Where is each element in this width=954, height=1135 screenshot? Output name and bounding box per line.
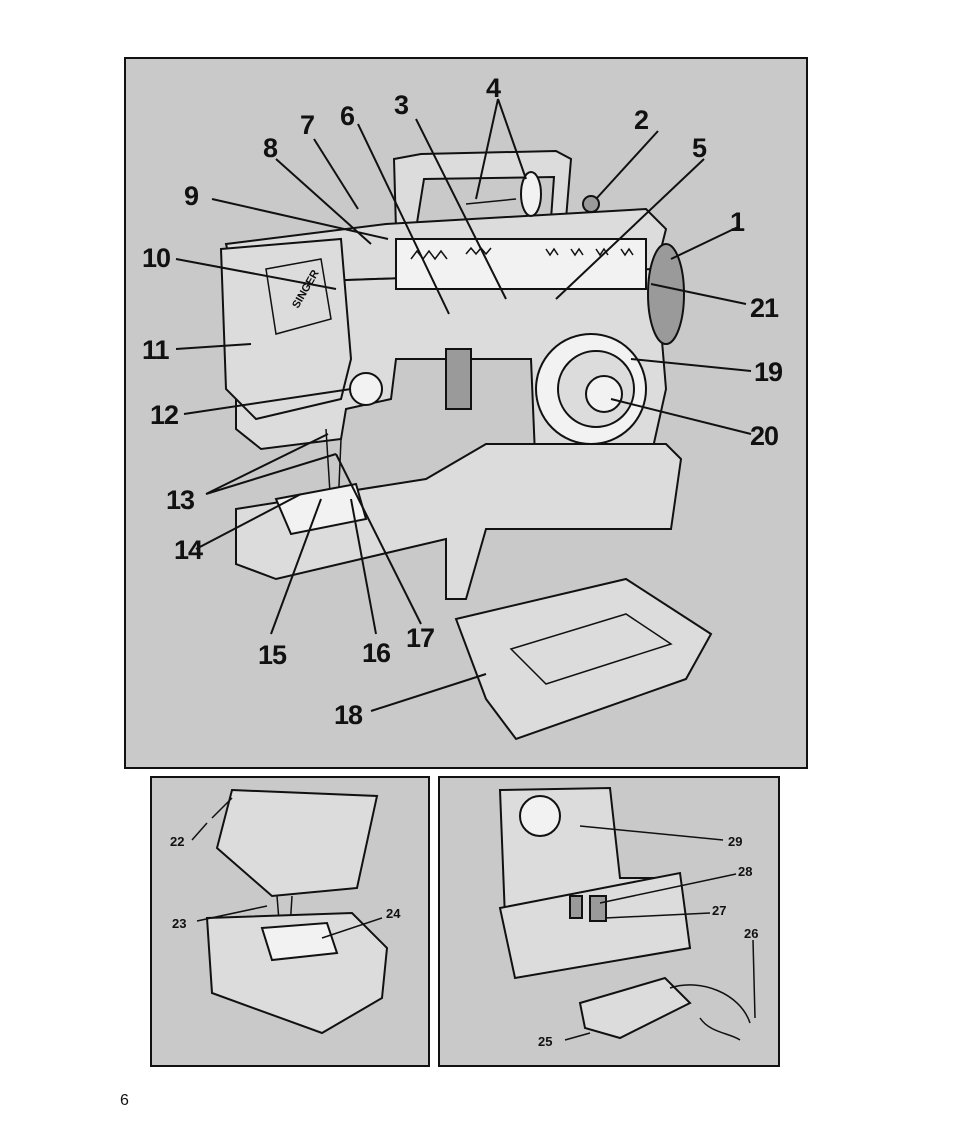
detail-right-panel: 29 28 27 26 25 [438, 776, 780, 1067]
callout-13: 13 [166, 485, 195, 515]
leader-26 [752, 939, 756, 1019]
logo-plate [265, 258, 332, 335]
callout-25: 25 [538, 1034, 552, 1049]
callout-16: 16 [362, 638, 391, 668]
leader-3 [415, 118, 507, 300]
callout-2: 2 [634, 105, 648, 135]
needle-area-illustration: 22 23 24 [170, 788, 401, 1035]
callout-9: 9 [184, 181, 199, 211]
stitch-length-dial [585, 375, 623, 413]
leader-22 [191, 822, 208, 841]
stitch-selector-panel [395, 238, 647, 290]
callout-23: 23 [172, 916, 186, 931]
power-switch [569, 895, 583, 919]
leader-27 [604, 912, 711, 919]
callout-27: 27 [712, 903, 726, 918]
callout-6: 6 [340, 101, 355, 131]
bulb-edge [211, 797, 233, 819]
leader-13 [205, 433, 337, 495]
leader-4 [475, 98, 527, 200]
leader-8 [275, 158, 372, 245]
callout-5: 5 [692, 133, 707, 163]
callout-20: 20 [750, 421, 778, 451]
presser-foot-area [260, 921, 339, 962]
page-number: 6 [120, 1092, 129, 1109]
callout-8: 8 [263, 133, 278, 163]
foot-controller [578, 976, 692, 1040]
leader-14 [195, 493, 302, 550]
callout-26: 26 [744, 926, 758, 941]
power-socket [589, 895, 607, 922]
leader-9 [211, 198, 389, 240]
callout-4: 4 [486, 73, 501, 103]
callout-24: 24 [386, 906, 401, 921]
leader-25 [564, 1032, 591, 1041]
accessory-tray [454, 577, 713, 741]
thread-spool [520, 171, 542, 217]
leader-5 [555, 158, 705, 300]
power-cord [669, 984, 751, 1041]
main-figure-panel: SINGER [124, 57, 808, 769]
callout-18: 18 [334, 700, 363, 730]
leader-15 [270, 498, 322, 635]
bobbin-winder [582, 195, 600, 213]
leader-16 [350, 498, 377, 635]
callout-19: 19 [754, 357, 783, 387]
head-cover [215, 788, 379, 898]
leader-24 [321, 917, 383, 939]
callout-1: 1 [730, 207, 745, 237]
leader-28 [599, 873, 737, 904]
callout-28: 28 [738, 864, 752, 879]
detail-left-panel: 22 23 24 [150, 776, 430, 1067]
machine-base [235, 443, 683, 600]
leader-19 [630, 358, 752, 372]
bed [205, 911, 389, 1035]
tray-compartment [509, 613, 673, 685]
callout-7: 7 [300, 110, 314, 140]
callout-22: 22 [170, 834, 184, 849]
sewing-machine-illustration: SINGER [142, 73, 784, 741]
face-cover [219, 237, 353, 421]
leader-21 [650, 283, 747, 305]
stitch-patterns [410, 246, 634, 261]
hand-wheel [647, 243, 685, 345]
callout-14: 14 [174, 535, 203, 565]
callout-15: 15 [258, 640, 287, 670]
callout-11: 11 [142, 335, 170, 365]
power-connection-illustration: 29 28 27 26 25 [498, 786, 758, 1049]
callout-21: 21 [750, 293, 779, 323]
base-rear [498, 871, 692, 980]
callout-3: 3 [394, 90, 409, 120]
leader-11 [175, 343, 252, 350]
leader-10 [175, 258, 337, 290]
leader-20 [610, 398, 752, 435]
leader-7 [313, 138, 359, 210]
leader-23 [196, 905, 268, 922]
leader-17 [335, 453, 422, 625]
needle-plate [274, 482, 368, 536]
callout-29: 29 [728, 834, 742, 849]
leader-18 [370, 673, 487, 712]
leader-6 [357, 123, 450, 315]
hand-wheel-rear [519, 795, 561, 837]
leader-2 [595, 130, 659, 200]
leader-12 [183, 388, 352, 415]
vent [445, 348, 472, 410]
callout-10: 10 [142, 243, 170, 273]
stitch-width-dial [349, 372, 383, 406]
leader-29 [579, 825, 724, 841]
spool-pin [465, 198, 517, 205]
callout-12: 12 [150, 400, 178, 430]
leader-1 [670, 226, 739, 260]
callout-17: 17 [406, 623, 434, 653]
